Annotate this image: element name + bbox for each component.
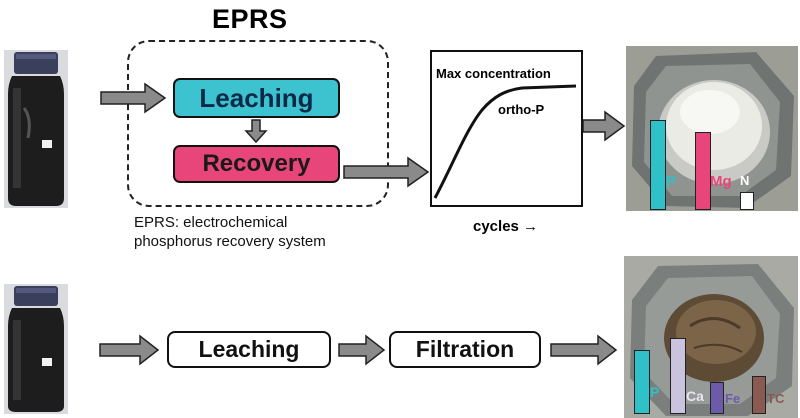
bar-mg-top [695, 132, 711, 210]
eprs-definition-line1: EPRS: electrochemical [134, 214, 288, 231]
eprs-dashed-boundary [127, 40, 389, 207]
sludge-bottle-image-bottom [4, 284, 68, 414]
bar-ca-bottom [670, 338, 686, 414]
ortho-p-label: ortho-P [498, 102, 545, 117]
concentration-chart: Max concentration ortho-P [430, 50, 583, 207]
bar-ca-bottom-label: Ca [686, 388, 704, 404]
ortho-p-curve [433, 84, 577, 199]
bar-mg-top-label: Mg [710, 173, 732, 190]
recovery-label: Recovery [202, 150, 311, 177]
bar-p-top-label: P [666, 173, 677, 190]
cycles-axis-label: cycles → [473, 218, 539, 235]
eprs-definition-line2: phosphorus recovery system [134, 233, 326, 250]
bar-fe-bottom-label: Fe [725, 391, 741, 406]
leaching-label-top: Leaching [199, 82, 314, 113]
bar-tc-bottom-label: TC [767, 391, 785, 406]
leaching-label-bottom: Leaching [198, 336, 300, 362]
diagram-title: EPRS [212, 4, 288, 34]
bar-p-top [650, 120, 666, 210]
bar-tc-bottom [752, 376, 766, 414]
bar-fe-bottom [710, 382, 724, 414]
max-concentration-label: Max concentration [436, 66, 551, 81]
bottom-bars-group: P Ca Fe TC [632, 336, 798, 416]
bar-p-bottom-label: P [650, 384, 660, 400]
arrow-leaching-to-filtration [338, 334, 386, 366]
filtration-label: Filtration [415, 336, 515, 362]
eprs-definition: EPRS: electrochemical phosphorus recover… [134, 213, 326, 251]
leaching-box-bottom: Leaching [167, 331, 331, 368]
recovery-box: Recovery [173, 145, 340, 183]
leaching-box-top: Leaching [173, 78, 340, 118]
arrow-filtration-to-product-bottom [550, 334, 618, 366]
arrow-chart-to-product-top [582, 110, 626, 142]
filtration-box: Filtration [389, 331, 541, 368]
arrow-bottle-to-leaching-bottom [99, 334, 160, 366]
top-bars-group: P Mg N [648, 118, 758, 210]
bar-p-bottom [634, 350, 650, 414]
chart-frame [430, 50, 583, 207]
bar-n-top [740, 192, 754, 210]
bar-n-top-label: N [740, 173, 750, 188]
sludge-bottle-image-top [4, 50, 68, 208]
